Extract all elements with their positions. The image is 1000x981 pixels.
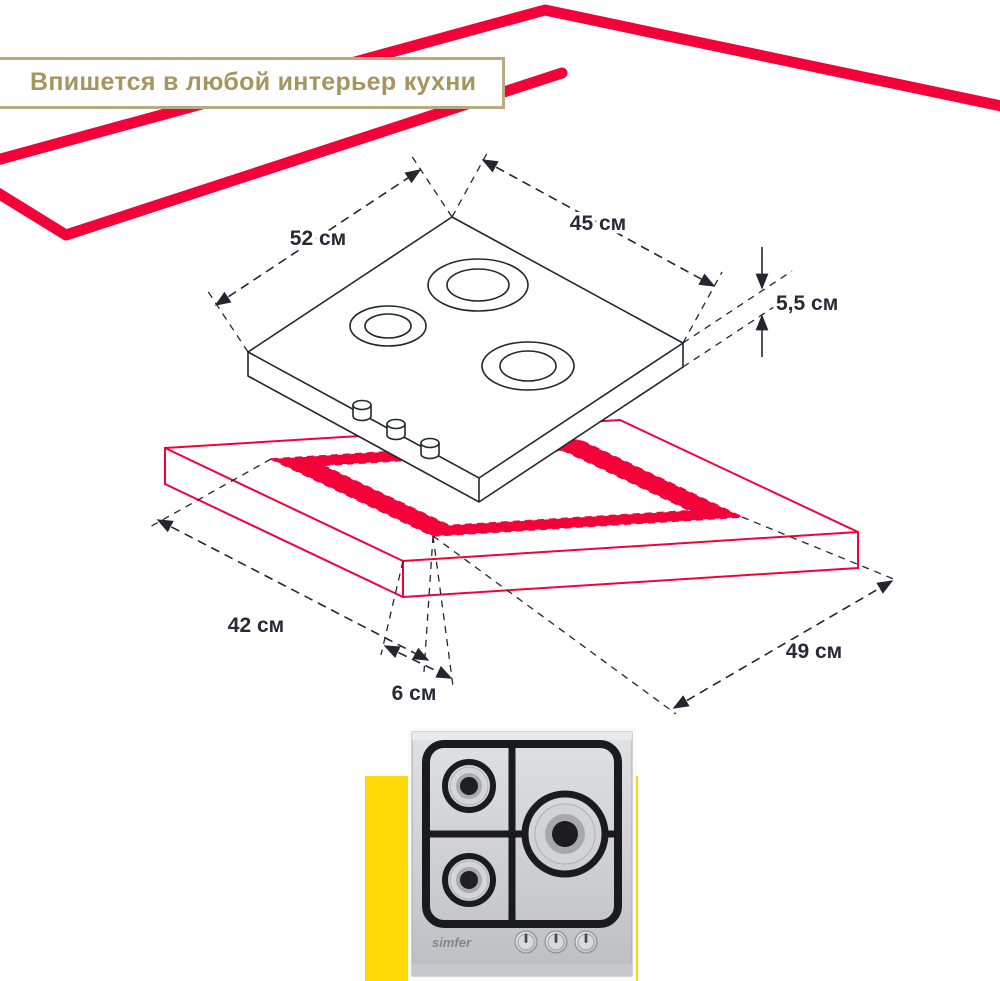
hob-knobs (514, 930, 598, 954)
ribbon (0, 4, 1000, 241)
dimension-cutout-width: 49 см (432, 516, 897, 715)
cutout-offset-label: 6 см (392, 682, 437, 705)
hob-knob-2 (544, 930, 568, 954)
ribbon-lower-stroke (0, 67, 568, 241)
cutout-width-label: 49 см (786, 640, 842, 663)
dimension-cutout-depth: 42 см (147, 458, 434, 673)
dimension-hob-height: 5,5 см (682, 247, 842, 368)
hob-knob-1 (514, 930, 538, 954)
headline-box: Впишется в любой интерьер кухни (0, 57, 506, 109)
headline-text: Впишется в любой интерьер кухни (30, 68, 477, 96)
cutout-depth-label: 42 см (228, 614, 284, 637)
hob-burner-small-top (449, 766, 489, 806)
hob-knob-3 (574, 930, 598, 954)
hob-bottom-bevel (412, 964, 632, 976)
hob-height-label: 5,5 см (776, 292, 838, 315)
hob-grate (422, 740, 622, 928)
burner-left (349, 305, 427, 347)
product-photo: simfer (408, 728, 636, 981)
hob-burner-small-bottom (449, 860, 489, 900)
ribbon-upper-stroke (0, 4, 1000, 165)
installation-diagram: 52 см 45 см 5,5 см 42 см 49 см (147, 150, 897, 715)
hob-top-bevel (412, 732, 632, 740)
dimension-hob-width: 52 см (204, 151, 453, 353)
control-knob-1 (352, 399, 372, 422)
dimension-hob-depth: 45 см (451, 150, 723, 344)
burner-front (481, 341, 575, 391)
control-knob-2 (386, 418, 406, 441)
control-knob-3 (420, 437, 440, 460)
hob-depth-label: 45 см (570, 212, 626, 235)
hob-width-label: 52 см (290, 227, 346, 250)
burner-rear (427, 258, 529, 312)
dimension-cutout-offset: 6 см (380, 535, 454, 709)
brand-logo: simfer (432, 935, 472, 950)
hob-burner-large (534, 803, 596, 865)
